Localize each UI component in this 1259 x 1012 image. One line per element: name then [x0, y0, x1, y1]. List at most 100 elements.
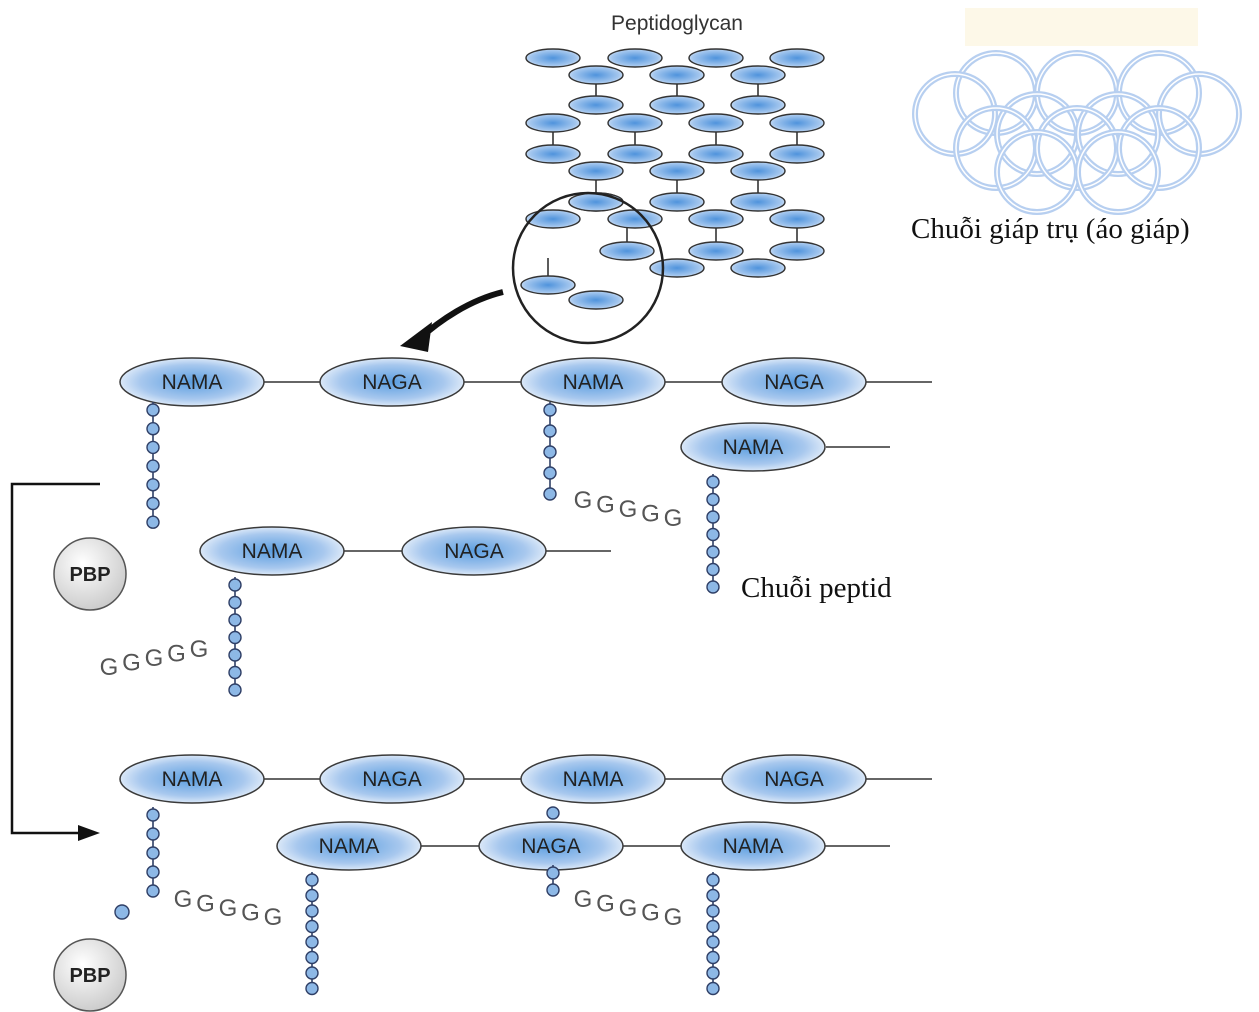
amino-acid-bead — [706, 935, 720, 949]
amino-acid-bead — [305, 950, 319, 965]
armor-rings-icon — [912, 50, 1242, 215]
amino-acid-bead — [706, 966, 720, 980]
bracket-arrow-icon — [10, 482, 100, 835]
pbp-label: PBP — [69, 564, 110, 586]
amino-acid-bead — [305, 888, 319, 903]
peptide-chain — [146, 402, 160, 529]
lattice-unit — [730, 161, 786, 181]
amino-acid-bead — [305, 966, 319, 980]
lattice-unit — [568, 192, 624, 212]
lattice-unit — [607, 144, 663, 164]
amino-acid-bead — [146, 496, 160, 511]
node-label: NAMA — [242, 540, 303, 563]
node-label: NAMA — [563, 768, 624, 791]
node-shape — [520, 754, 666, 804]
peptidoglycan-title: Peptidoglycan — [611, 12, 743, 35]
amino-acid-bead — [706, 580, 720, 594]
lattice-unit — [607, 209, 663, 229]
armor-highlight — [965, 8, 1198, 46]
curved-arrow-icon — [415, 289, 504, 343]
amino-acid-bead — [543, 403, 557, 417]
amino-acid-bead — [146, 846, 160, 860]
peptide-chain — [228, 577, 242, 697]
node-shape — [276, 821, 422, 871]
glycine-letter: G — [596, 891, 615, 918]
glycine-letter: G — [664, 904, 683, 931]
peptide-chain-label: Chuỗi peptid — [741, 572, 892, 604]
glycine-letter: G — [145, 645, 164, 672]
glycine-letter: G — [664, 505, 683, 532]
amino-acid-bead — [146, 440, 160, 455]
magnifier-circle — [511, 191, 665, 345]
naga-node: NAGA — [721, 357, 867, 407]
node-shape — [199, 526, 345, 576]
glycine-letter: G — [190, 636, 209, 663]
amino-acid-bead — [706, 545, 720, 559]
amino-acid-bead — [228, 665, 242, 680]
lattice-unit — [730, 95, 786, 115]
lattice-unit — [525, 113, 581, 133]
glycine-letter: G — [167, 641, 186, 668]
glycine-letter: G — [219, 895, 238, 922]
pbp-enzyme-bottom: PBP — [53, 938, 127, 1012]
lattice-unit — [568, 95, 624, 115]
node-shape — [721, 357, 867, 407]
node-label: NAGA — [362, 371, 422, 394]
amino-acid-bead — [546, 806, 560, 820]
glycine-letter: G — [264, 904, 283, 931]
amino-acid-bead — [146, 827, 160, 841]
glycine-letter: G — [619, 895, 638, 922]
node-shape — [680, 422, 826, 472]
node-label: NAMA — [563, 371, 624, 394]
lattice-unit — [649, 258, 705, 278]
amino-acid-bead — [146, 515, 160, 529]
glycine-letter: G — [619, 496, 638, 523]
node-shape — [401, 526, 547, 576]
lattice-unit — [649, 95, 705, 115]
amino-acid-bead — [228, 613, 242, 627]
amino-acid-bead — [305, 873, 319, 887]
amino-acid-bead — [228, 578, 242, 592]
amino-acid-bead — [706, 981, 720, 996]
amino-acid-bead — [114, 904, 130, 920]
node-label: NAGA — [444, 540, 504, 563]
armor-ring-inner — [1118, 107, 1200, 189]
nama-node: NAMA — [520, 357, 666, 407]
naga-node: NAGA — [319, 754, 465, 804]
nama-node: NAMA — [119, 754, 265, 804]
lattice-unit — [599, 241, 655, 261]
amino-acid-bead — [706, 510, 720, 524]
lattice-unit — [769, 113, 825, 133]
amino-acid-bead — [305, 919, 319, 934]
lattice-unit — [688, 241, 744, 261]
amino-acid-bead — [543, 487, 557, 501]
glycine-letter: G — [641, 900, 660, 927]
amino-acid-bead — [706, 904, 720, 918]
peptide-chain — [305, 872, 319, 996]
node-label: NAMA — [723, 436, 784, 459]
naga-node: NAGA — [721, 754, 867, 804]
lattice-unit — [769, 209, 825, 229]
curved-arrow-head — [400, 322, 432, 352]
amino-acid-bead — [706, 873, 720, 887]
lattice-unit — [649, 65, 705, 85]
amino-acid-bead — [146, 422, 160, 436]
node-shape — [319, 754, 465, 804]
node-label: NAGA — [764, 371, 824, 394]
peptide-chain — [546, 865, 560, 897]
amino-acid-bead — [706, 475, 720, 489]
lattice-unit — [769, 144, 825, 164]
pbp-label: PBP — [69, 965, 110, 987]
amino-acid-bead — [305, 904, 319, 918]
glycine-letter: G — [241, 900, 260, 927]
amino-acid-bead — [146, 478, 160, 492]
lattice-unit — [688, 209, 744, 229]
lattice-unit — [520, 275, 576, 295]
amino-acid-bead — [706, 527, 720, 542]
armor-label: Chuỗi giáp trụ (áo giáp) — [911, 213, 1190, 245]
amino-acid-bead — [706, 888, 720, 903]
lattice-unit — [769, 48, 825, 68]
peptide-chain — [543, 402, 557, 501]
